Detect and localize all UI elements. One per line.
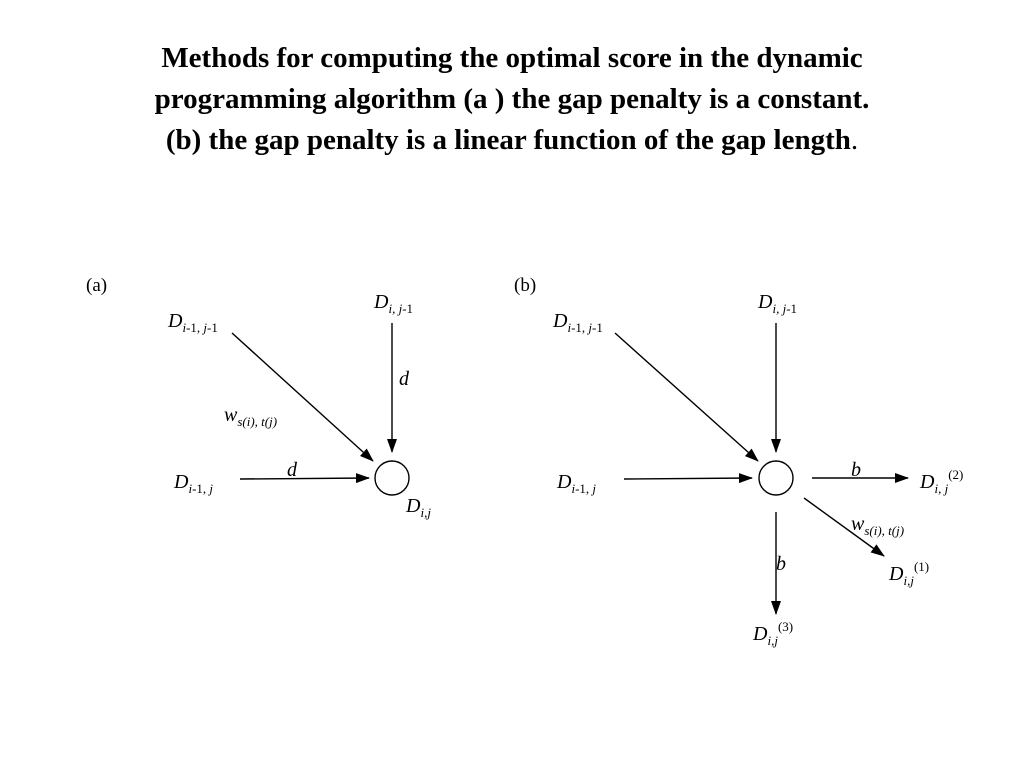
b-arrow-diag-out (803, 497, 885, 557)
title-period: . (850, 124, 859, 156)
b-edge-down-b: b (776, 553, 786, 575)
a-edge-left-d: d (287, 459, 297, 481)
a-node-circle (374, 460, 410, 496)
b-node-diag-label: Di-1, j-1 (553, 310, 603, 335)
panel-b-label: (b) (514, 275, 537, 296)
b-node-out-right-label: Di, j(2) (920, 467, 964, 496)
title-line-3: (b) the gap penalty is a linear function… (60, 120, 964, 161)
a-node-diag-label: Di-1, j-1 (168, 310, 218, 335)
a-node-top-label: Di, j-1 (374, 291, 414, 316)
b-node-circle (758, 460, 794, 496)
a-node-center-label: Di,j (406, 495, 431, 520)
title-line-3-text: (b) the gap penalty is a linear function… (165, 124, 851, 156)
b-edge-right-b: b (851, 459, 861, 481)
a-arrow-diagonal (231, 332, 374, 462)
title-line-2: programming algorithm (a ) the gap penal… (154, 83, 870, 115)
panel-a-label: (a) (86, 275, 108, 296)
b-node-out-down-label: Di,j(3) (753, 619, 794, 648)
a-arrow-left (239, 473, 370, 484)
b-node-top-label: Di, j-1 (758, 291, 798, 316)
a-edge-diag-weight: ws(i), t(j) (224, 404, 278, 429)
a-edge-top-d: d (399, 368, 409, 390)
b-node-left-label: Di-1, j (557, 471, 597, 496)
b-arrow-left (623, 473, 753, 484)
a-node-left-label: Di-1, j (174, 471, 214, 496)
slide-title: Methods for computing the optimal score … (60, 38, 964, 161)
b-edge-diag-weight: ws(i), t(j) (851, 513, 905, 538)
title-line-1: Methods for computing the optimal score … (161, 42, 863, 74)
b-arrow-diagonal (614, 332, 759, 462)
b-node-out-diag-label: Di,j(1) (889, 559, 930, 588)
